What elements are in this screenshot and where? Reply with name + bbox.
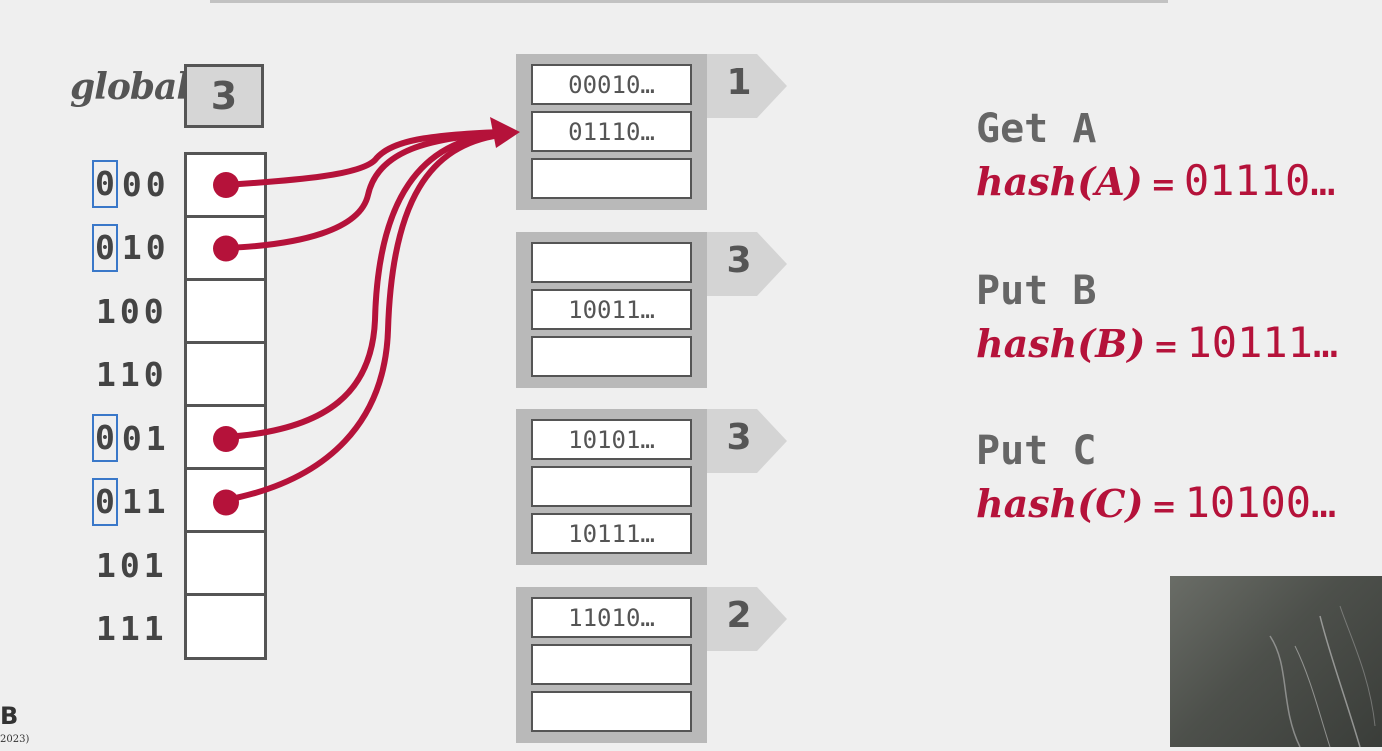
local-depth-value: 3 bbox=[726, 240, 752, 281]
bucket-entry: 01110… bbox=[531, 111, 692, 152]
bucket: 10011… bbox=[516, 232, 707, 388]
pointer-arrow bbox=[225, 132, 501, 503]
pointer-dot bbox=[213, 235, 239, 262]
top-rule bbox=[210, 0, 1168, 3]
directory-slot bbox=[187, 281, 264, 344]
global-depth-label: global bbox=[70, 66, 190, 108]
bucket: 00010… 01110… bbox=[516, 54, 707, 210]
hash-value: 01110… bbox=[1183, 156, 1336, 205]
bucket-entry: 00010… bbox=[531, 64, 692, 105]
hash-function: hash(B) bbox=[976, 321, 1146, 366]
key-bits: 110 bbox=[96, 355, 168, 394]
key-suffix: 01 bbox=[121, 418, 170, 458]
local-depth-tag: 1 bbox=[707, 54, 787, 118]
directory-slot bbox=[187, 407, 264, 470]
pointer-arrow bbox=[225, 129, 501, 188]
bucket: 11010… bbox=[516, 587, 707, 743]
bucket-entry bbox=[531, 691, 692, 732]
directory-slot bbox=[187, 155, 264, 218]
pointer-arrow bbox=[225, 130, 501, 251]
directory-slot bbox=[187, 596, 264, 660]
local-depth-value: 1 bbox=[726, 62, 752, 103]
operation-label: Put C bbox=[976, 428, 1097, 474]
hash-line: hash(C)=10100… bbox=[976, 478, 1336, 527]
bucket-entry: 10011… bbox=[531, 289, 692, 330]
bucket-entry: 10111… bbox=[531, 513, 692, 554]
key-prefix-highlight: 0 bbox=[92, 223, 118, 272]
year-fragment: 2023) bbox=[0, 734, 30, 745]
bucket-entry bbox=[531, 158, 692, 199]
key-bits: 100 bbox=[96, 291, 168, 331]
bucket-entry: 11010… bbox=[531, 597, 692, 638]
directory-slot bbox=[187, 218, 264, 281]
equals-sign: = bbox=[1150, 168, 1176, 203]
directory-slot bbox=[187, 533, 264, 596]
bucket: 10101… 10111… bbox=[516, 409, 707, 565]
pointer-dot bbox=[213, 489, 239, 516]
pointer-arrow bbox=[225, 131, 501, 440]
bucket-entry bbox=[531, 242, 692, 283]
operation-label: Put B bbox=[976, 268, 1097, 314]
directory-slot bbox=[187, 344, 264, 407]
directory-slot bbox=[187, 470, 264, 533]
hash-function: hash(A) bbox=[976, 159, 1143, 204]
bucket-entry: 10101… bbox=[531, 419, 692, 460]
global-depth-box: 3 bbox=[184, 64, 264, 128]
local-depth-tag: 3 bbox=[707, 232, 787, 296]
hash-line: hash(B)=10111… bbox=[976, 318, 1338, 367]
hash-function: hash(C) bbox=[976, 481, 1144, 526]
operation-label: Get A bbox=[976, 106, 1097, 152]
key-prefix-highlight: 0 bbox=[92, 477, 118, 526]
video-scribble-graphic bbox=[1269, 605, 1376, 748]
directory-key: 110 bbox=[96, 350, 168, 400]
local-depth-value: 3 bbox=[726, 417, 752, 458]
local-depth-value: 2 bbox=[726, 595, 752, 636]
directory-key: 111 bbox=[96, 604, 168, 654]
pointer-dot bbox=[213, 426, 239, 452]
local-depth-tag: 3 bbox=[707, 409, 787, 473]
directory-key: 100 bbox=[96, 286, 168, 336]
directory-key: 101 bbox=[96, 540, 168, 590]
bucket-entry bbox=[531, 336, 692, 377]
key-bits: 101 bbox=[96, 545, 168, 585]
equals-sign: = bbox=[1153, 330, 1179, 365]
pointer-dot bbox=[213, 172, 239, 198]
local-depth-tag: 2 bbox=[707, 587, 787, 651]
arrowhead bbox=[490, 117, 520, 148]
hash-line: hash(A)=01110… bbox=[976, 156, 1336, 205]
key-suffix: 00 bbox=[121, 164, 170, 204]
bucket-entry bbox=[531, 466, 692, 507]
logo-fragment: B bbox=[0, 702, 19, 730]
key-prefix-highlight: 0 bbox=[92, 160, 118, 208]
key-prefix-highlight: 0 bbox=[92, 414, 118, 462]
hash-value: 10100… bbox=[1184, 478, 1337, 527]
hash-value: 10111… bbox=[1186, 318, 1339, 367]
equals-sign: = bbox=[1151, 490, 1177, 525]
bucket-entry bbox=[531, 644, 692, 685]
key-suffix: 10 bbox=[121, 228, 170, 267]
speaker-video-thumbnail bbox=[1170, 576, 1382, 748]
key-suffix: 11 bbox=[121, 482, 170, 521]
key-bits: 111 bbox=[96, 609, 168, 648]
